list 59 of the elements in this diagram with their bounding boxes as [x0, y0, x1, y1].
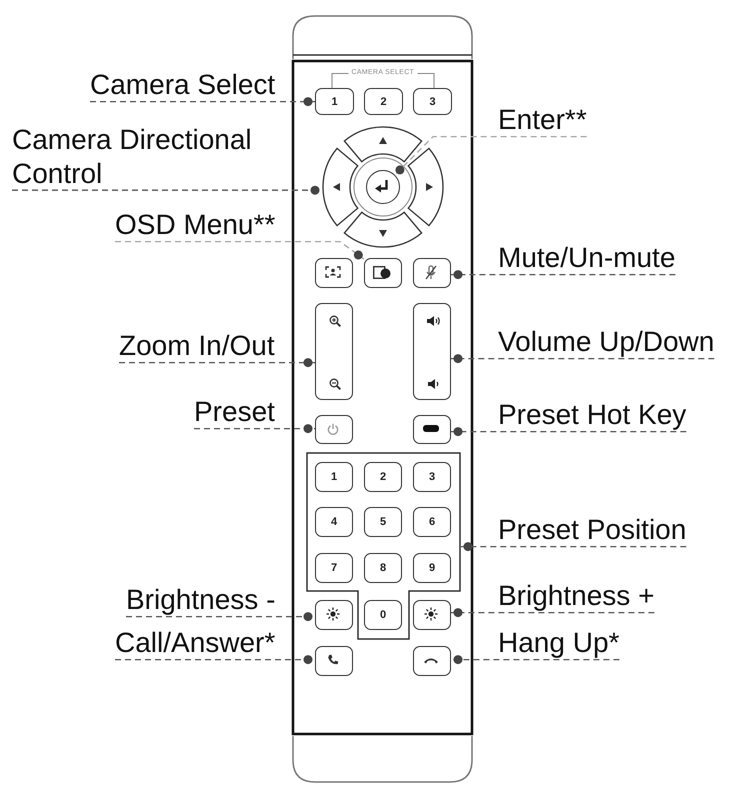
leader-line	[119, 358, 315, 368]
number-key: 0	[364, 600, 402, 630]
leader-line	[115, 240, 364, 260]
callout-label: Enter**	[498, 103, 587, 137]
leader-line	[461, 542, 686, 552]
callout-label: Camera Directional Control	[12, 123, 253, 190]
end-cap	[291, 14, 474, 59]
remote-button	[315, 258, 353, 288]
leader-line	[451, 354, 714, 364]
rocker-key	[413, 303, 451, 400]
direction-key	[407, 147, 444, 227]
leader-line	[451, 270, 676, 280]
keypad-panel	[306, 452, 461, 640]
callout-label: OSD Menu**	[115, 208, 276, 242]
remote-button	[364, 258, 402, 288]
callout-label: Preset	[194, 395, 275, 429]
remote-button	[315, 600, 353, 630]
leader-line	[451, 608, 654, 618]
number-key: 6	[413, 507, 451, 537]
callout-label: Call/Answer*	[115, 626, 276, 660]
number-key: 1	[315, 88, 354, 115]
callout-label: Hang Up*	[498, 626, 620, 660]
direction-key	[343, 211, 423, 248]
number-key: 8	[364, 553, 402, 583]
end-cap	[291, 736, 474, 784]
number-key: 3	[413, 88, 452, 115]
number-key: 5	[364, 507, 402, 537]
callout-label: Mute/Un-mute	[498, 241, 676, 275]
leader-line	[12, 186, 322, 195]
direction-key	[343, 126, 423, 163]
leader-line	[115, 655, 315, 664]
remote-button	[413, 646, 451, 676]
callout-label: Brightness -	[126, 583, 276, 617]
number-key: 4	[315, 507, 353, 537]
rocker-key	[315, 303, 353, 400]
remote-button	[315, 415, 353, 444]
number-key: 1	[315, 462, 353, 492]
callout-label: Zoom In/Out	[119, 329, 275, 363]
number-key: 7	[315, 553, 353, 583]
number-key: 2	[364, 462, 402, 492]
leader-line	[451, 655, 620, 664]
leader-line	[90, 97, 315, 106]
callout-label: Brightness +	[498, 579, 654, 613]
remote-button	[413, 600, 451, 630]
leader-line	[394, 136, 587, 176]
number-key: 3	[413, 462, 451, 492]
remote-button	[315, 646, 353, 676]
callout-label: Preset Hot Key	[498, 398, 686, 432]
leader-line	[126, 612, 315, 622]
callout-label: Preset Position	[498, 513, 686, 547]
remote-button	[413, 258, 451, 288]
direction-key	[322, 147, 359, 227]
number-key: 2	[364, 88, 403, 115]
callout-label: Volume Up/Down	[498, 325, 714, 359]
remote-button	[413, 415, 451, 444]
leader-line	[194, 424, 315, 434]
number-key: 9	[413, 553, 451, 583]
callout-label: Camera Select	[90, 68, 276, 102]
leader-line	[451, 427, 686, 436]
